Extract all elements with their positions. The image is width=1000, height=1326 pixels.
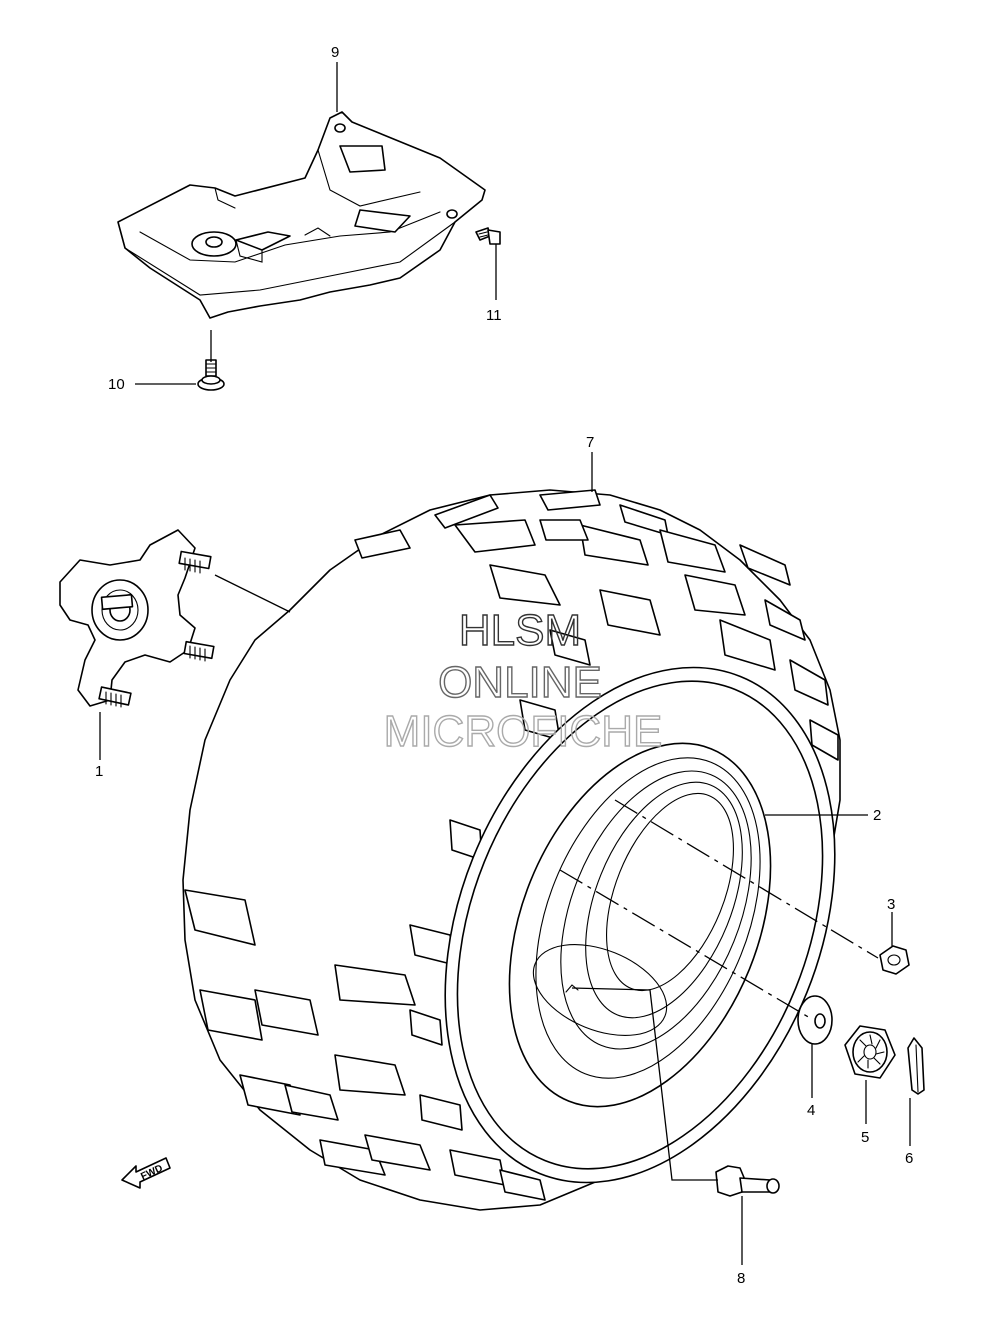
callout-part-11: 11 — [486, 307, 502, 324]
wheel-hub-part — [59, 529, 215, 708]
bolt-part-10 — [197, 359, 225, 391]
forward-direction-arrow-icon: FWD — [121, 1157, 171, 1189]
callout-part-5: 5 — [861, 1129, 869, 1146]
callout-part-3: 3 — [887, 896, 895, 913]
callout-part-9: 9 — [331, 44, 339, 61]
washer-part-4 — [797, 995, 833, 1045]
callout-part-6: 6 — [905, 1150, 913, 1167]
watermark-line-2: ONLINE — [438, 658, 602, 707]
callout-part-7: 7 — [586, 434, 594, 451]
hub-stud — [183, 640, 215, 660]
cotter-pin-part-6 — [907, 1037, 925, 1095]
tire-part — [182, 489, 841, 1211]
watermark: HLSM ONLINE MICROFICHE — [383, 605, 663, 756]
callout-part-4: 4 — [807, 1102, 815, 1119]
callout-part-8: 8 — [737, 1270, 745, 1287]
leader-lines — [99, 62, 911, 1265]
callout-part-2: 2 — [873, 807, 881, 824]
nut-part-3 — [879, 945, 910, 975]
forward-direction-label: FWD — [139, 1163, 164, 1183]
callout-part-10: 10 — [108, 376, 125, 393]
callout-part-1: 1 — [95, 763, 103, 780]
hub-stud — [98, 686, 132, 706]
watermark-line-3: MICROFICHE — [384, 707, 663, 756]
bolt-part-11 — [475, 227, 501, 245]
guard-cover-part — [117, 111, 486, 319]
valve-stem-part-8 — [715, 1165, 780, 1197]
castle-nut-part-5 — [844, 1025, 896, 1079]
watermark-line-1: HLSM — [459, 606, 581, 655]
hub-stud — [100, 593, 134, 611]
